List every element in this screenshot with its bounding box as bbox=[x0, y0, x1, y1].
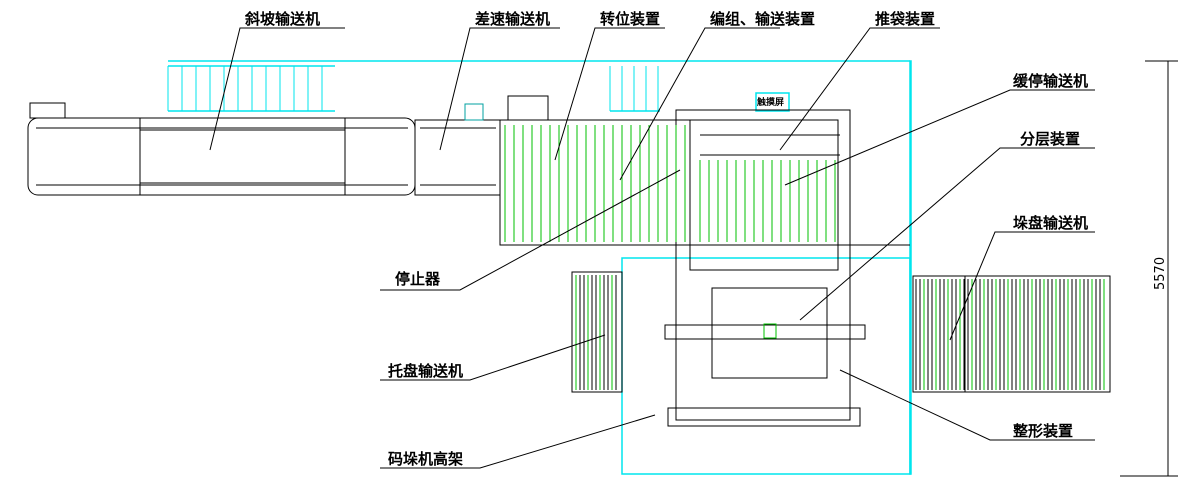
label-slope-conveyor: 斜坡输送机 bbox=[245, 10, 321, 28]
touch-screen-label: 触摸屏 bbox=[757, 98, 785, 108]
slope-conveyor-shape bbox=[27, 60, 1178, 477]
label-turning-device: 转位装置 bbox=[600, 10, 661, 28]
dimension-5570: 5570 bbox=[1153, 256, 1168, 290]
leader-lines bbox=[209, 27, 1095, 469]
label-shaping-device: 整形装置 bbox=[1013, 422, 1074, 440]
label-layering-device: 分层装置 bbox=[1020, 130, 1081, 148]
label-stopper: 停止器 bbox=[395, 270, 441, 288]
label-grouping-conveying: 编组、输送装置 bbox=[710, 10, 816, 28]
label-diff-conveyor: 差速输送机 bbox=[475, 10, 551, 28]
label-palletizer-frame: 码垛机高架 bbox=[388, 450, 464, 468]
label-bag-pusher: 推袋装置 bbox=[875, 10, 936, 28]
label-stack-pallet-conveyor: 垛盘输送机 bbox=[1013, 214, 1089, 232]
label-pallet-conveyor: 托盘输送机 bbox=[388, 362, 464, 380]
label-buffer-conveyor: 缓停输送机 bbox=[1013, 72, 1089, 90]
